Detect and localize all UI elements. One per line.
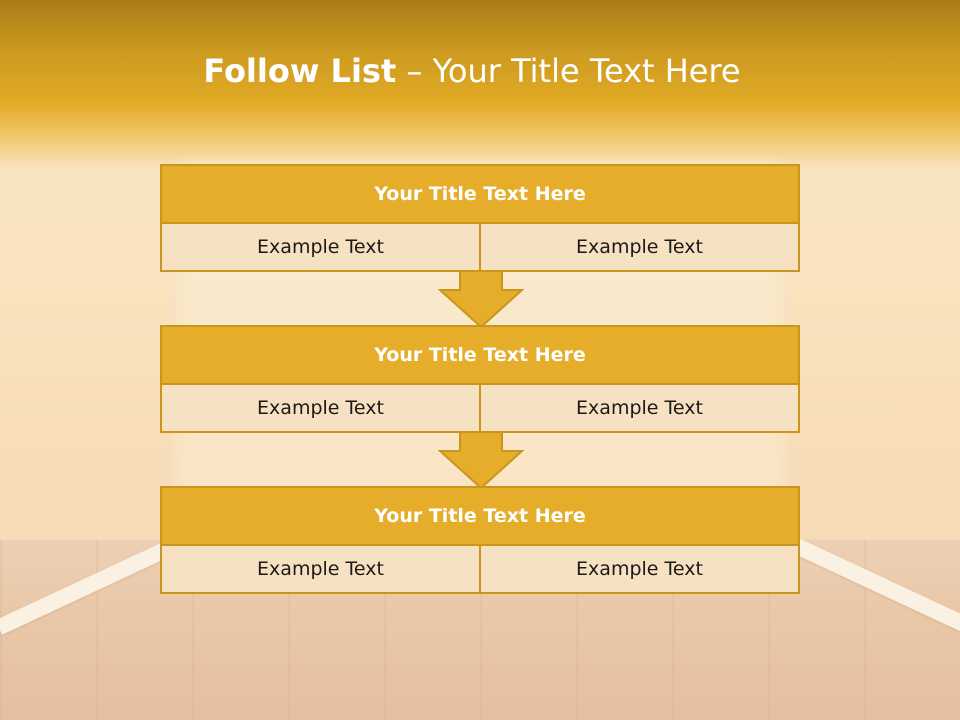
- block-row: Example Text Example Text: [162, 546, 798, 592]
- block-row: Example Text Example Text: [162, 385, 798, 431]
- block-title: Your Title Text Here: [162, 327, 798, 385]
- header-band: [0, 0, 960, 170]
- block-cell-right: Example Text: [479, 546, 798, 592]
- down-arrow-icon: [438, 270, 524, 328]
- page-title-rest: – Your Title Text Here: [406, 52, 741, 90]
- block-cell-left: Example Text: [257, 236, 384, 258]
- page-title-bold: Follow List: [203, 52, 397, 90]
- block-cell-left: Example Text: [257, 558, 384, 580]
- block-title: Your Title Text Here: [162, 166, 798, 224]
- block-title: Your Title Text Here: [162, 488, 798, 546]
- down-arrow-icon: [438, 431, 524, 489]
- list-block-1: Your Title Text Here Example Text Exampl…: [160, 164, 800, 272]
- list-block-3: Your Title Text Here Example Text Exampl…: [160, 486, 800, 594]
- block-cell-right: Example Text: [479, 224, 798, 270]
- block-row: Example Text Example Text: [162, 224, 798, 270]
- page-title: Follow List – Your Title Text Here: [0, 52, 944, 90]
- block-cell-left: Example Text: [257, 397, 384, 419]
- list-block-2: Your Title Text Here Example Text Exampl…: [160, 325, 800, 433]
- block-cell-right: Example Text: [479, 385, 798, 431]
